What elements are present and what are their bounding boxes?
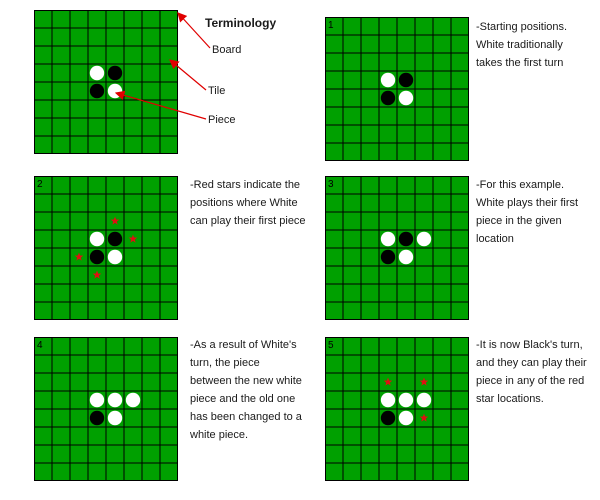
board-1: 1 — [325, 17, 469, 161]
black-piece — [398, 72, 414, 88]
black-piece — [380, 90, 396, 106]
white-piece — [89, 231, 105, 247]
tile-arrow — [169, 59, 207, 91]
board-number: 5 — [328, 340, 334, 351]
board-4: 4 — [34, 337, 178, 481]
red-star-icon — [383, 377, 393, 386]
white-piece — [398, 249, 414, 265]
black-piece — [380, 410, 396, 426]
white-piece — [380, 231, 396, 247]
black-piece — [89, 83, 105, 99]
white-piece — [398, 90, 414, 106]
black-piece — [398, 231, 414, 247]
red-star-icon — [74, 252, 84, 261]
white-piece — [107, 249, 123, 265]
white-piece — [89, 392, 105, 408]
board-1-svg: 1 — [325, 17, 469, 161]
board-number: 4 — [37, 340, 43, 351]
board-2-svg: 2 — [34, 176, 178, 320]
red-star-icon — [419, 377, 429, 386]
white-piece — [380, 392, 396, 408]
caption-5: -It is now Black's turn, and they can pl… — [476, 339, 587, 405]
black-piece — [89, 249, 105, 265]
caption-1: -Starting positions. White traditionally… — [476, 21, 568, 69]
caption-2: -Red stars indicate the positions where … — [190, 179, 306, 227]
board-2: 2 — [34, 176, 178, 320]
red-star-icon — [110, 216, 120, 225]
white-piece — [89, 65, 105, 81]
red-star-icon — [92, 270, 102, 279]
black-piece — [107, 231, 123, 247]
terminology-title: Terminology — [205, 16, 277, 30]
white-piece — [398, 392, 414, 408]
board-5: 5 — [325, 337, 469, 481]
board-3-svg: 3 — [325, 176, 469, 320]
white-piece — [416, 392, 432, 408]
white-piece — [107, 410, 123, 426]
board-5-svg: 5 — [325, 337, 469, 481]
black-piece — [107, 65, 123, 81]
board-arrow — [177, 12, 211, 49]
caption-3: -For this example. White plays their fir… — [476, 179, 579, 245]
black-piece — [380, 249, 396, 265]
red-star-icon — [128, 234, 138, 243]
white-piece — [398, 410, 414, 426]
piece-arrow — [114, 90, 207, 120]
board-number: 3 — [328, 179, 334, 190]
board-label: Board — [212, 44, 242, 56]
board-4-svg: 4 — [34, 337, 178, 481]
white-piece — [125, 392, 141, 408]
white-piece — [416, 231, 432, 247]
board-number: 1 — [328, 20, 334, 31]
white-piece — [107, 392, 123, 408]
white-piece — [380, 72, 396, 88]
black-piece — [89, 410, 105, 426]
piece-label: Piece — [208, 114, 236, 126]
board-number: 2 — [37, 179, 43, 190]
board-3: 3 — [325, 176, 469, 320]
red-star-icon — [419, 413, 429, 422]
tile-label: Tile — [208, 85, 226, 97]
caption-4: -As a result of White's turn, the piece … — [190, 339, 302, 441]
